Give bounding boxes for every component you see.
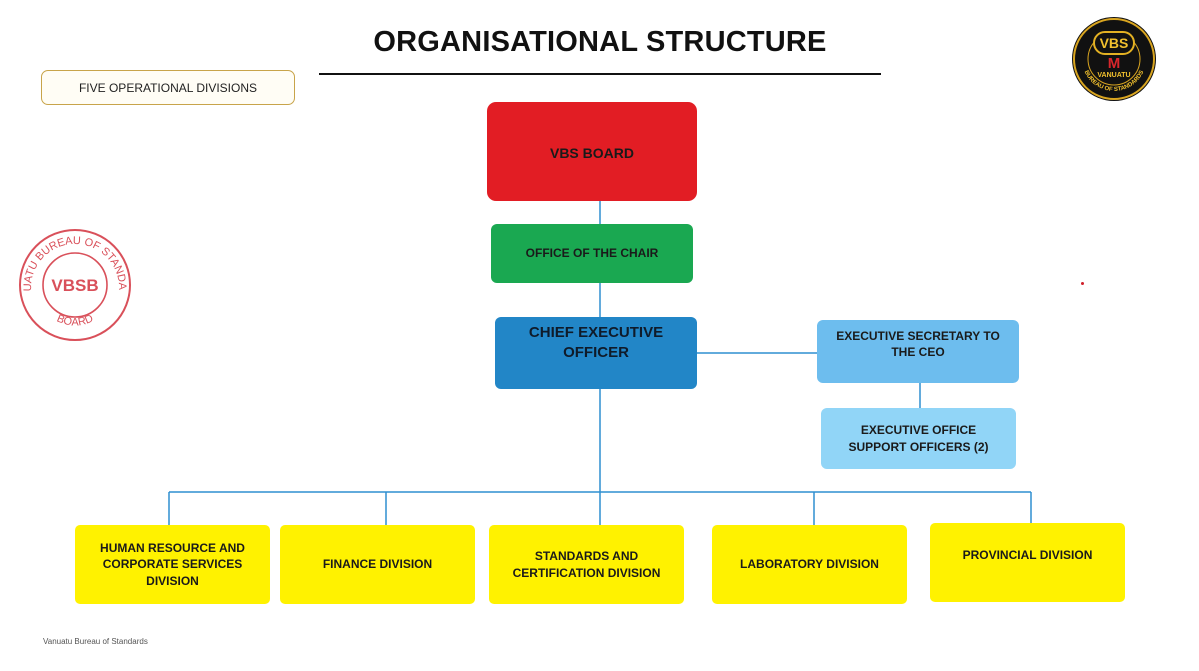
division-finance: FINANCE DIVISION [280,525,475,604]
node-executive-secretary: EXECUTIVE SECRETARY TO THE CEO [817,320,1019,383]
node-chief-executive-officer: CHIEF EXECUTIVE OFFICER [495,317,697,389]
division-provincial: PROVINCIAL DIVISION [930,523,1125,602]
division-label: STANDARDS AND CERTIFICATION DIVISION [512,549,661,580]
page-title: ORGANISATIONAL STRUCTURE [373,26,827,58]
node-office-of-the-chair: OFFICE OF THE CHAIR [491,224,693,283]
node-vbs-board-label: VBS BOARD [549,145,634,161]
svg-text:M: M [1108,55,1121,72]
vbsb-board-stamp: VBSB VANUATU BUREAU OF STANDARDS BOARD [17,226,131,341]
svg-text:VBS: VBS [1100,35,1129,51]
node-executive-office-support-label: EXECUTIVE OFFICE SUPPORT OFFICERS (2) [848,423,989,454]
division-label: PROVINCIAL DIVISION [962,548,1093,562]
red-dot-mark [1081,282,1084,285]
node-chief-executive-officer-label: CHIEF EXECUTIVE OFFICER [528,324,664,362]
vbs-logo: VBS M VANUATU BUREAU OF STANDARDS [1072,17,1156,101]
division-label: LABORATORY DIVISION [740,557,879,572]
division-standards-certification: STANDARDS AND CERTIFICATION DIVISION [489,525,684,604]
division-laboratory: LABORATORY DIVISION [712,525,907,604]
svg-text:BOARD: BOARD [55,313,95,329]
divisions-tag-label: FIVE OPERATIONAL DIVISIONS [78,80,258,95]
divisions-tag: FIVE OPERATIONAL DIVISIONS [41,70,295,105]
division-hr-corporate: HUMAN RESOURCE AND CORPORATE SERVICES DI… [75,525,270,604]
division-label: HUMAN RESOURCE AND CORPORATE SERVICES DI… [100,541,245,588]
division-label: FINANCE DIVISION [322,557,433,572]
title-underline [319,73,881,75]
node-office-of-the-chair-label: OFFICE OF THE CHAIR [525,246,659,261]
svg-text:VBSB: VBSB [51,276,98,295]
node-executive-secretary-label: EXECUTIVE SECRETARY TO THE CEO [836,329,1000,360]
node-vbs-board: VBS BOARD [487,102,697,201]
footer-text: Vanuatu Bureau of Standards [43,637,148,646]
node-executive-office-support: EXECUTIVE OFFICE SUPPORT OFFICERS (2) [821,408,1016,469]
svg-text:VANUATU: VANUATU [1097,72,1130,79]
